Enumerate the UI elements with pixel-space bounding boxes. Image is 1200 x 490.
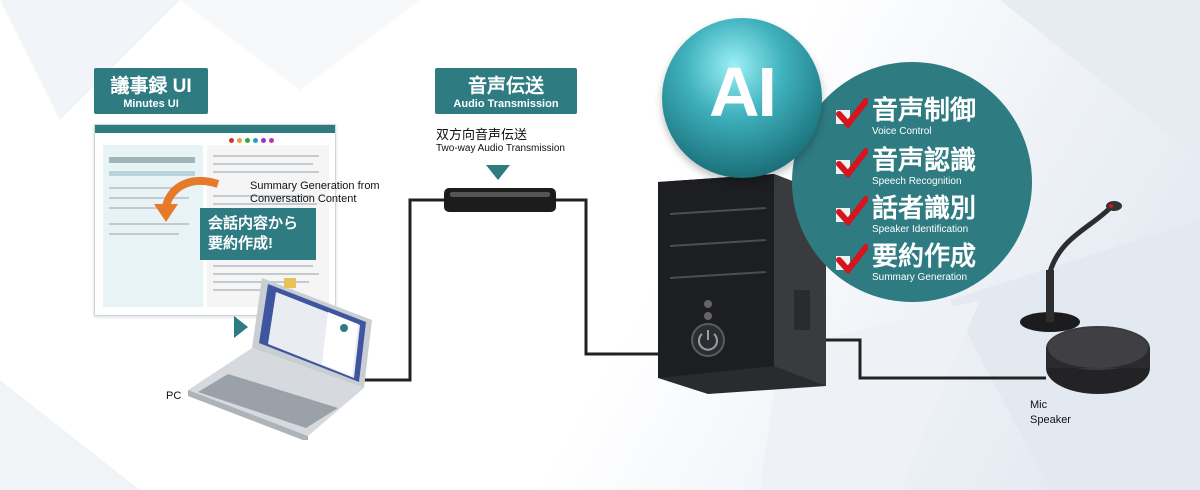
triangle-pointer-icon [234,316,248,338]
feature-summary-generation: 要約作成 Summary Generation [836,242,976,283]
check-icon [836,196,868,226]
feature-en: Voice Control [872,126,932,137]
feature-jp: 音声制御 [872,95,977,125]
feature-en: Speech Recognition [872,176,962,187]
ai-feature-circle [792,62,1032,302]
usb-dongle [444,188,556,212]
minutes-ui-title: 議事録 UI [110,76,192,97]
mic-speaker [1020,201,1150,394]
feature-jp: 音声認識 [872,145,977,175]
summary-callout: 会話内容から 要約作成! [200,208,316,260]
feature-speaker-identification: 話者識別 Speaker Identification [836,194,976,235]
mic-speaker-label: Mic Speaker [1030,399,1071,426]
two-way-jp: 双方向音声伝送 [436,127,528,142]
audio-transmission-title: 音声伝送 [467,76,544,97]
check-icon [836,244,868,274]
summary-generation-en: Summary Generation from Conversation Con… [250,180,380,205]
curved-arrow-icon [154,177,220,222]
two-way-en: Two-way Audio Transmission [436,143,565,154]
feature-jp: 要約作成 [872,241,977,271]
power-icon [691,323,725,357]
feature-speech-recognition: 音声認識 Speech Recognition [836,146,976,187]
minutes-ui-subtitle: Minutes UI [123,98,179,110]
ai-sphere [662,18,822,178]
audio-transmission-tag: 音声伝送 Audio Transmission [435,68,577,114]
audio-transmission-subtitle: Audio Transmission [453,98,559,110]
laptop-pc [188,278,372,440]
tower-computer [658,174,826,394]
feature-jp: 話者識別 [872,193,977,223]
ai-label: AI [709,53,777,131]
minutes-ui-tag: 議事録 UI Minutes UI [94,68,208,114]
check-icon [836,98,868,128]
check-icon [836,148,868,178]
pc-label: PC [166,390,182,402]
feature-en: Summary Generation [872,272,968,283]
feature-en: Speaker Identification [872,224,969,235]
triangle-pointer-icon [486,165,510,180]
feature-voice-control: 音声制御 Voice Control [836,96,976,137]
